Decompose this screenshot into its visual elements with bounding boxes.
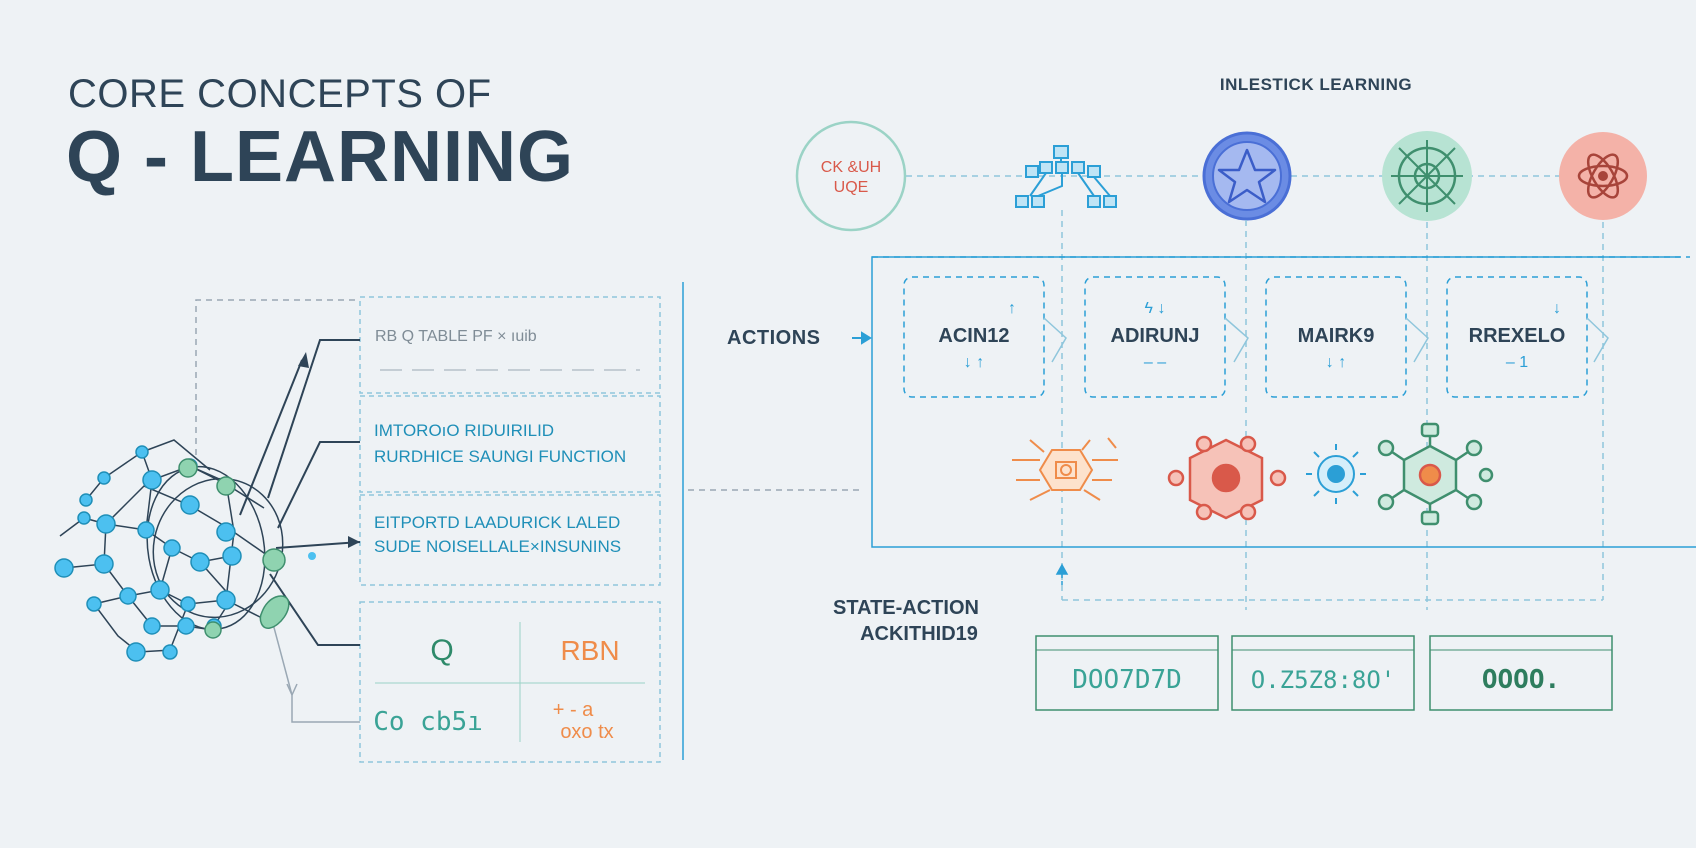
action-box-2: ϟ ↓ ADIRUNJ – – <box>1084 276 1249 398</box>
reward-function-box: IMTOROıO RIDUIRILID RURDHICE SAUNGI FUNC… <box>359 395 661 493</box>
svg-text:CK &UH: CK &UH <box>821 159 881 176</box>
network-gray-connector <box>271 619 360 723</box>
network-outer-connector <box>195 299 360 455</box>
star-badge-icon <box>1202 131 1292 221</box>
top-header: INLESTICK LEARNING <box>1220 75 1412 94</box>
chip-icon <box>1012 437 1118 501</box>
state-action-up-arrow <box>1055 563 1069 585</box>
state-action-label-2: ACKITHID19 <box>860 623 978 645</box>
svg-text:↓ ↑: ↓ ↑ <box>1326 354 1346 371</box>
actions-frame <box>871 256 1696 548</box>
svg-text:OOOO.: OOOO. <box>1482 665 1560 695</box>
atom-icon <box>1559 132 1647 220</box>
qtable-box: RB Q TABLE PF × ıuib <box>359 296 661 394</box>
svg-text:– 1: – 1 <box>1506 354 1528 371</box>
text-circle: CK &UH UQE <box>795 120 907 232</box>
actions-arrow <box>852 331 872 345</box>
actions-label: ACTIONS <box>727 327 821 349</box>
svg-text:↓ ↑: ↓ ↑ <box>964 354 984 371</box>
q-formula-box: Q RBN Co cb5ı + - a oxo tx <box>359 601 661 763</box>
exploration-box: EITPORTD LAADURICK LALED SUDE NOISELLALE… <box>359 494 661 586</box>
virus-icon <box>1306 444 1366 504</box>
rbn-text: RBN <box>560 635 619 666</box>
action-label: MAIRK9 <box>1298 325 1375 347</box>
state-action-label-1: STATE-ACTION <box>833 597 979 619</box>
value-box-2: O.Z5Z8:8O' <box>1231 635 1415 711</box>
svg-text:↑: ↑ <box>1008 300 1016 317</box>
svg-text:oxo tx: oxo tx <box>560 721 613 743</box>
neural-network-graph <box>54 439 316 662</box>
gear-network-icon <box>1167 435 1287 521</box>
svg-text:UQE: UQE <box>834 179 869 196</box>
svg-text:RURDHICE SAUNGI FUNCTION: RURDHICE SAUNGI FUNCTION <box>374 447 626 466</box>
title-line-1: CORE CONCEPTS OF <box>68 72 492 116</box>
svg-text:DOO7D7D: DOO7D7D <box>1072 665 1182 695</box>
hex-network-icon <box>1377 422 1494 526</box>
action-box-1: ↑ ACIN12 ↓ ↑ <box>903 276 1067 398</box>
action-label: ADIRUNJ <box>1111 325 1200 347</box>
action-box-3: MAIRK9 ↓ ↑ <box>1265 276 1429 398</box>
value-box-3: OOOO. <box>1429 635 1613 711</box>
svg-text:EITPORTD LAADURICK LALED: EITPORTD LAADURICK LALED <box>374 513 620 532</box>
svg-text:+ - a: + - a <box>553 699 594 721</box>
svg-text:SUDE NOISELLALE×INSUNINS: SUDE NOISELLALE×INSUNINS <box>374 537 621 556</box>
q-symbol: Q <box>430 634 453 667</box>
svg-text:– –: – – <box>1144 354 1166 371</box>
action-label: RREXELO <box>1469 325 1566 347</box>
target-crosshair-icon <box>1382 131 1472 221</box>
action-box-4: ↓ RREXELO – 1 <box>1446 276 1609 398</box>
qtable-header: RB Q TABLE PF × ıuib <box>375 328 537 345</box>
network-arrow-heads <box>298 352 360 548</box>
svg-text:IMTOROıO RIDUIRILID: IMTOROıO RIDUIRILID <box>374 421 554 440</box>
network-tree-icon <box>1015 145 1117 208</box>
page-title: Q - LEARNING <box>66 117 574 197</box>
value-box-1: DOO7D7D <box>1035 635 1219 711</box>
svg-text:Co cb5ı: Co cb5ı <box>373 707 483 737</box>
circle-drop-lines <box>1061 210 1604 610</box>
svg-text:O.Z5Z8:8O': O.Z5Z8:8O' <box>1251 666 1396 694</box>
svg-text:ϟ ↓: ϟ ↓ <box>1145 300 1166 317</box>
action-label: ACIN12 <box>938 325 1009 347</box>
svg-text:↓: ↓ <box>1553 300 1561 317</box>
